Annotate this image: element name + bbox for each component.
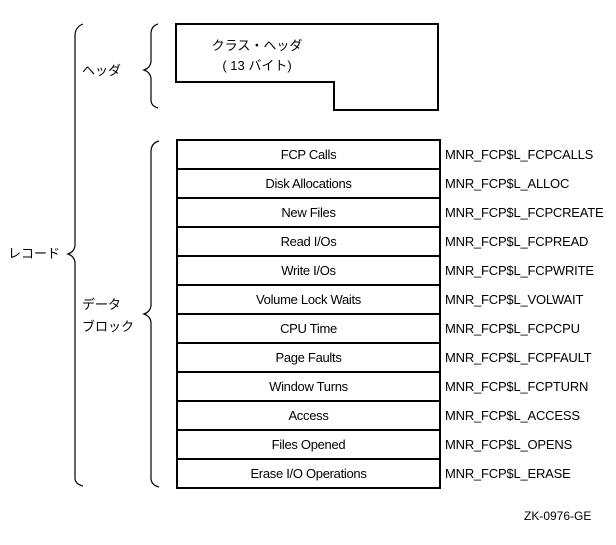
header-box-outline [175,23,439,111]
field-symbol: MNR_FCP$L_FCPTURN [445,379,589,394]
field-row: Window Turns [178,373,439,402]
field-name: Page Faults [275,350,342,365]
field-symbol: MNR_FCP$L_ACCESS [445,408,580,423]
field-symbol: MNR_FCP$L_ALLOC [445,176,570,191]
field-name: Write I/Os [281,263,336,278]
field-row: FCP Calls [178,141,439,170]
field-name: Volume Lock Waits [256,292,361,307]
field-symbol: MNR_FCP$L_FCPFAULT [445,350,592,365]
field-symbol: MNR_FCP$L_ERASE [445,466,571,481]
field-row: CPU Time [178,315,439,344]
field-name: Window Turns [269,379,348,394]
class-header-size: ( 13 バイト) [222,58,292,73]
field-row: Erase I/O Operations [178,460,439,487]
field-name: Read I/Os [280,234,337,249]
field-name: FCP Calls [280,147,337,162]
field-name: New Files [281,205,336,220]
field-name: Files Opened [271,437,346,452]
data-block-brace [142,140,160,488]
field-symbol: MNR_FCP$L_FCPCALLS [445,147,594,162]
header-label: ヘッダ [82,63,122,78]
field-row: Access [178,402,439,431]
field-symbol: MNR_FCP$L_FCPWRITE [445,263,594,278]
figure-id: ZK-0976-GE [524,509,592,523]
field-symbol: MNR_FCP$L_VOLWAIT [445,292,584,307]
record-brace [66,23,84,487]
field-name: Access [288,408,329,423]
field-symbol: MNR_FCP$L_OPENS [445,437,573,452]
field-row: New Files [178,199,439,228]
field-row: Page Faults [178,344,439,373]
field-row: Files Opened [178,431,439,460]
data-block-label-line2: ブロック [82,319,135,334]
field-row: Volume Lock Waits [178,286,439,315]
field-symbol: MNR_FCP$L_FCPREAD [445,234,589,249]
field-symbol: MNR_FCP$L_FCPCREATE [445,205,604,220]
field-symbol: MNR_FCP$L_FCPCPU [445,321,580,336]
field-row: Write I/Os [178,257,439,286]
field-name: Disk Allocations [265,176,352,191]
field-row: Read I/Os [178,228,439,257]
header-brace [142,23,159,109]
field-row: Disk Allocations [178,170,439,199]
field-name: Erase I/O Operations [250,466,367,481]
class-header-title: クラス・ヘッダ [211,38,303,53]
field-name: CPU Time [280,321,337,336]
data-block-label-line1: データ [82,297,122,312]
record-label: レコード [8,246,61,261]
